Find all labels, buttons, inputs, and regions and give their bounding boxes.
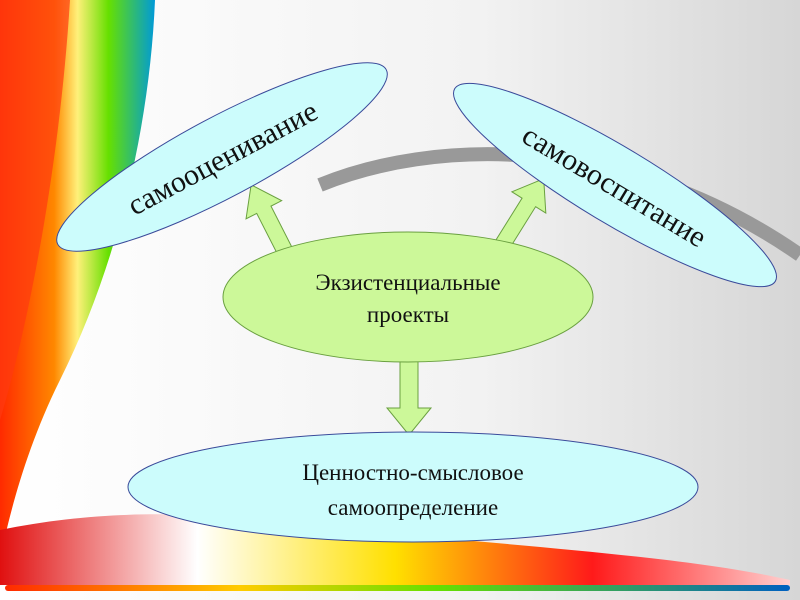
rainbow-bottom-decoration bbox=[0, 514, 790, 585]
node-bottom-line1: Ценностно-смысловое bbox=[302, 460, 523, 485]
node-value-self-determination: Ценностно-смысловое самоопределение bbox=[127, 431, 699, 543]
rainbow-bottom-line bbox=[5, 585, 790, 591]
node-center-line2: проекты bbox=[367, 302, 449, 327]
node-bottom-line2: самоопределение bbox=[328, 495, 498, 520]
node-center-line1: Экзистенциальные bbox=[315, 270, 500, 295]
node-existential-projects: Экзистенциальные проекты bbox=[222, 231, 594, 363]
rainbow-left-red-band bbox=[0, 0, 70, 420]
